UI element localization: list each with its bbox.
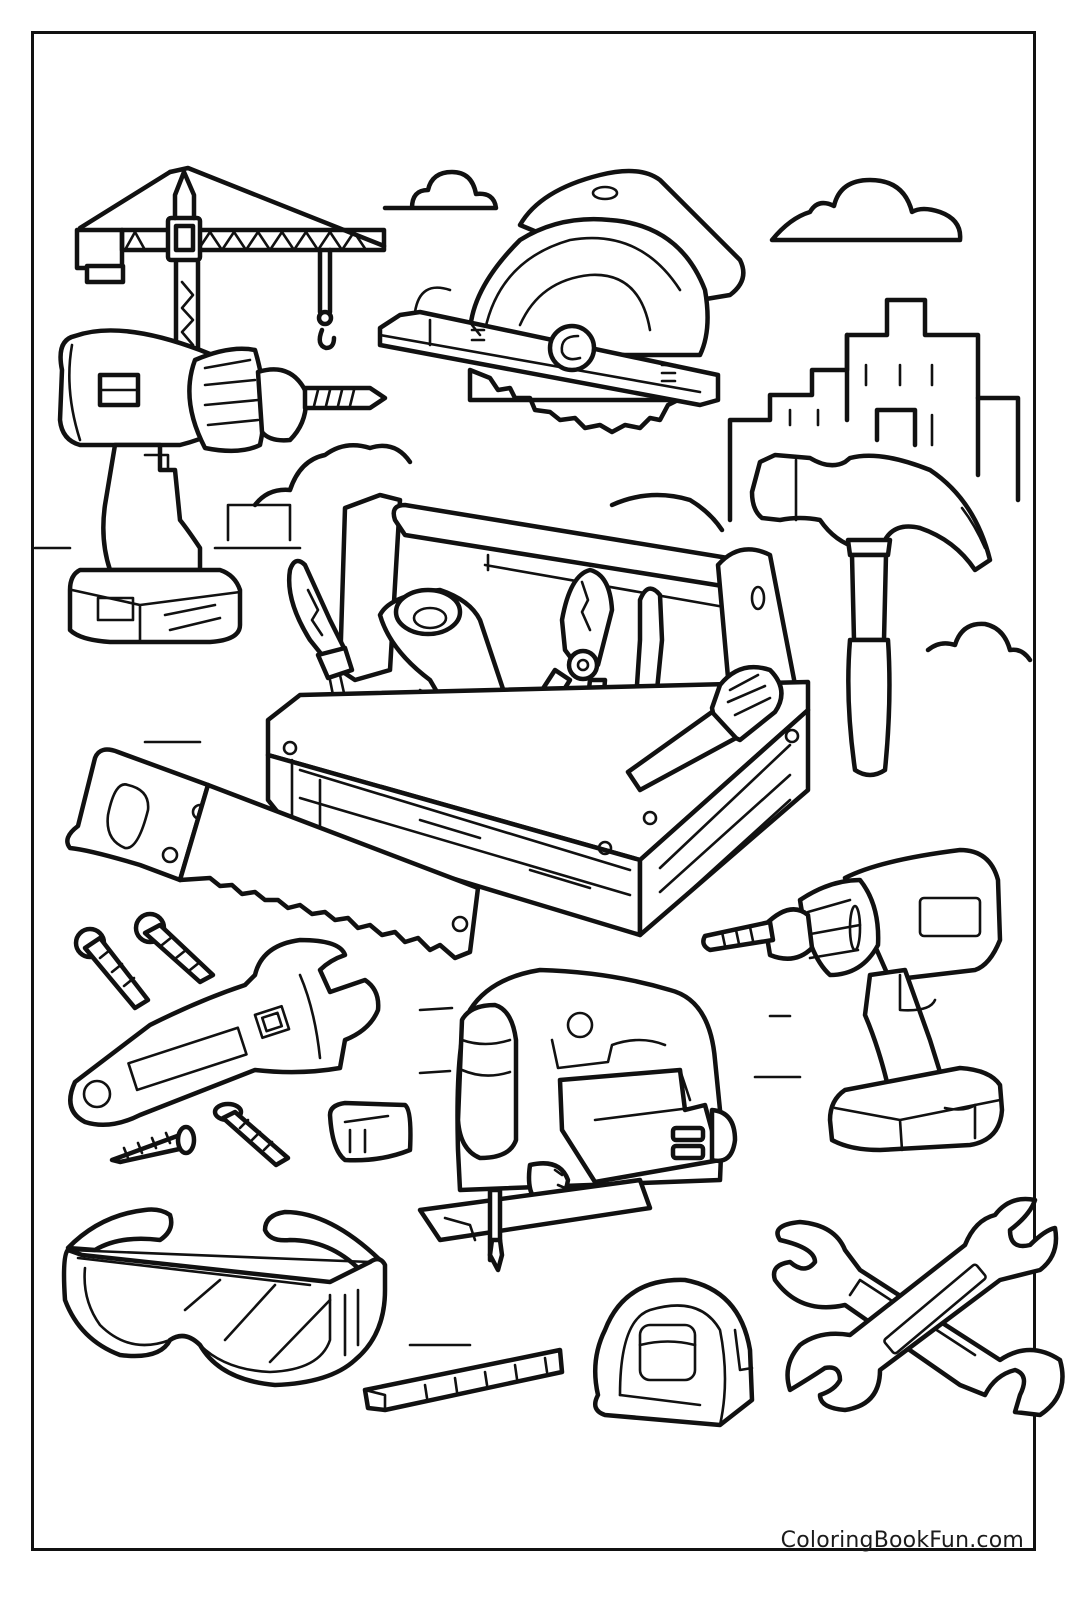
tape-measure-small <box>330 1103 410 1160</box>
tape-measure <box>365 1280 752 1425</box>
cordless-drill-left <box>60 330 385 642</box>
cloud-icon <box>772 180 960 240</box>
crossed-wrenches <box>774 1199 1063 1415</box>
city-buildings <box>730 300 1018 520</box>
tower-crane <box>77 168 384 350</box>
jigsaw <box>420 970 735 1270</box>
cloud-icon <box>215 445 410 548</box>
cordless-drill-right <box>703 850 1002 1150</box>
circular-saw <box>380 171 743 432</box>
cloud-icon <box>385 172 496 208</box>
ground-strokes <box>35 548 800 1077</box>
cloud-icon <box>928 624 1030 660</box>
adjustable-wrench <box>70 940 378 1125</box>
cloud-icon <box>612 495 722 530</box>
claw-hammer <box>752 455 990 775</box>
safety-goggles <box>64 1210 385 1385</box>
nails <box>76 914 288 1165</box>
hand-saw <box>67 750 478 958</box>
site-watermark: ColoringBookFun.com <box>780 1528 1024 1553</box>
